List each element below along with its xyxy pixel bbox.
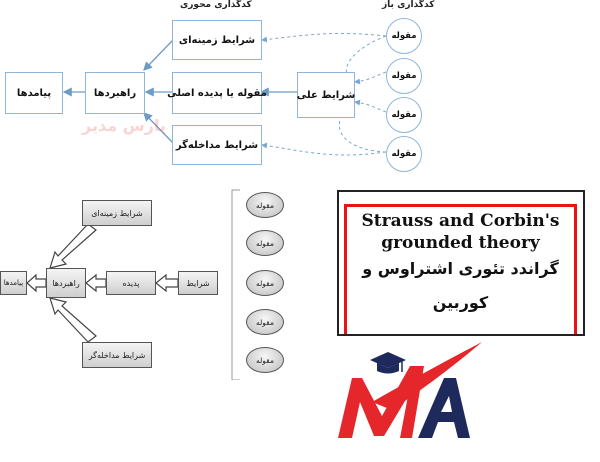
arrow-intervening-to-strategies — [143, 112, 174, 144]
box-intervening-conditions: شرایط مداخله‌گر — [172, 125, 262, 165]
bottom-box-consequences: پیامدها — [0, 271, 27, 295]
open-coding-label: کدگذاری باز — [382, 0, 435, 10]
category-circle: مقوله — [386, 136, 422, 172]
top-diagram-connectors — [62, 32, 387, 156]
bottom-box-strategies: راهبردها — [46, 268, 86, 298]
graduation-cap-icon — [370, 352, 406, 374]
title-card-red-frame: Strauss and Corbin's grounded theory گرا… — [344, 204, 577, 334]
arrow-conditions-to-phenomenon — [155, 273, 179, 293]
category-oval: مقوله — [246, 347, 284, 373]
box-causal-conditions: شرایط علی — [297, 72, 355, 118]
arrow-context-to-strategies — [49, 223, 97, 269]
dashed-category3-to-causal — [354, 99, 387, 113]
category-oval: مقوله — [246, 270, 284, 296]
title-persian-line1: گراندد تئوری اشتراوس و — [362, 259, 559, 278]
logo-swoosh — [372, 342, 482, 410]
category-bracket — [231, 189, 240, 380]
dashed-category2-to-causal — [354, 71, 387, 85]
bottom-box-contextual-conditions: شرایط زمینه‌ای — [82, 200, 152, 226]
bottom-box-phenomenon: پدیده — [106, 271, 156, 295]
dashed-category-to-context — [261, 32, 387, 43]
category-circle: مقوله — [386, 97, 422, 133]
category-oval: مقوله — [246, 192, 284, 218]
title-card: Strauss and Corbin's grounded theory گرا… — [337, 190, 585, 336]
title-english-line1: Strauss and Corbin's — [361, 211, 560, 231]
box-contextual-conditions: شرایط زمینه‌ای — [172, 20, 262, 60]
box-central-phenomenon: مقوله یا پدیده اصلی — [167, 72, 267, 114]
arrow-intervening-to-strategies — [49, 297, 97, 343]
category-circle: مقوله — [386, 18, 422, 54]
title-english-line2: grounded theory — [381, 233, 540, 253]
category-circle: مقوله — [386, 58, 422, 94]
bottom-box-conditions: شرایط — [178, 271, 218, 295]
watermark: پارس مدیر — [82, 116, 166, 135]
logo-a-shape — [418, 378, 470, 438]
axial-coding-label: کدگذاری محوری — [180, 0, 252, 10]
box-consequences: پیامدها — [5, 72, 63, 114]
logo-m-shape — [338, 366, 424, 438]
category-oval: مقوله — [246, 230, 284, 256]
arrow-phenomenon-to-strategies — [85, 273, 107, 293]
arrow-context-to-strategies — [143, 39, 174, 71]
category-oval: مقوله — [246, 309, 284, 335]
box-strategies: راهبردها — [85, 72, 145, 114]
dashed-category-to-intervening — [261, 142, 387, 156]
bottom-box-intervening-conditions: شرایط مداخله‌گر — [82, 342, 152, 368]
ma-logo — [338, 342, 482, 438]
arrow-strategies-to-consequences — [26, 273, 47, 293]
bottom-diagram-connectors — [26, 189, 240, 380]
title-persian-line2: کوربین — [432, 293, 489, 312]
